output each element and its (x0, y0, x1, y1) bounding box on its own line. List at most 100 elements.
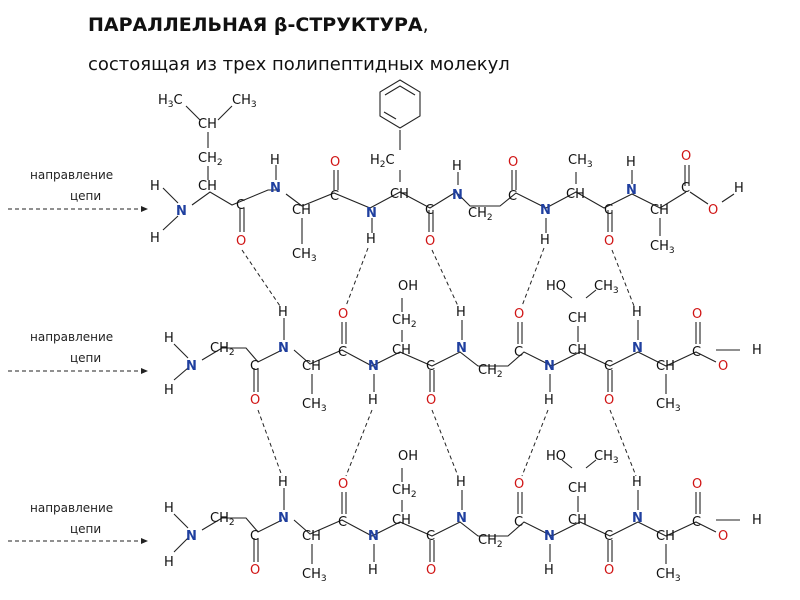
svg-text:H: H (366, 232, 376, 247)
hydrogen-bonds (241, 247, 637, 477)
svg-text:CH3: CH3 (568, 153, 593, 170)
svg-text:O: O (718, 529, 728, 544)
svg-text:CH: CH (650, 203, 669, 218)
svg-text:N: N (368, 529, 379, 544)
svg-text:CH: CH (392, 513, 411, 528)
h-bond (521, 409, 549, 477)
svg-text:CH3: CH3 (302, 567, 327, 584)
svg-text:N: N (278, 341, 289, 356)
svg-text:CH2: CH2 (392, 483, 417, 500)
h-bond (241, 249, 281, 307)
svg-text:H: H (150, 231, 160, 246)
svg-text:CH: CH (656, 359, 675, 374)
svg-text:CH: CH (390, 187, 409, 202)
chain-word: цепи (70, 189, 102, 203)
svg-text:CH2: CH2 (210, 511, 235, 528)
h-bond (611, 249, 635, 307)
svg-text:CH3: CH3 (594, 449, 619, 466)
svg-text:C: C (692, 345, 701, 360)
svg-text:C: C (236, 198, 245, 213)
svg-text:H2C: H2C (370, 153, 395, 170)
svg-text:CH: CH (568, 343, 587, 358)
svg-text:O: O (236, 234, 246, 249)
svg-text:H: H (626, 155, 636, 170)
title-comma: , (422, 14, 429, 36)
svg-text:CH: CH (392, 343, 411, 358)
svg-text:CH: CH (198, 179, 217, 194)
svg-text:N: N (544, 359, 555, 374)
svg-text:O: O (604, 393, 614, 408)
svg-text:H3C: H3C (158, 93, 183, 110)
svg-text:CH: CH (302, 359, 321, 374)
title-beta-symbol: β (273, 14, 288, 36)
h-bond (609, 409, 637, 477)
svg-text:C: C (681, 181, 690, 196)
h-bond (345, 409, 373, 477)
svg-text:N: N (456, 511, 467, 526)
svg-text:N: N (176, 204, 187, 219)
chain-direction-label-2: направление цепи (30, 330, 113, 365)
svg-text:CH: CH (568, 481, 587, 496)
h-bond (345, 247, 369, 307)
svg-text:H: H (632, 305, 642, 320)
chain-2: H N H CH2 C O H N CH CH3 O C N H OH CH2 … (164, 279, 762, 414)
svg-text:O: O (604, 234, 614, 249)
svg-text:H: H (734, 181, 744, 196)
svg-text:HO: HO (546, 279, 566, 294)
svg-text:N: N (270, 181, 281, 196)
svg-text:O: O (514, 307, 524, 322)
svg-text:C: C (250, 529, 259, 544)
svg-text:CH: CH (302, 529, 321, 544)
svg-text:CH2: CH2 (198, 151, 223, 168)
direction-word: направление (30, 168, 114, 182)
page-title: ПАРАЛЛЕЛЬНАЯ β-СТРУКТУРА, (88, 14, 429, 36)
svg-text:N: N (456, 341, 467, 356)
svg-text:N: N (632, 511, 643, 526)
svg-text:H: H (632, 475, 642, 490)
svg-text:H: H (164, 383, 174, 398)
svg-text:H: H (456, 475, 466, 490)
svg-text:CH2: CH2 (392, 313, 417, 330)
title-bold-prefix: ПАРАЛЛЕЛЬНАЯ (88, 14, 274, 36)
svg-text:C: C (338, 345, 347, 360)
svg-text:N: N (452, 188, 463, 203)
svg-text:O: O (708, 203, 718, 218)
svg-text:H: H (752, 513, 762, 528)
svg-text:CH: CH (566, 187, 585, 202)
svg-text:C: C (604, 529, 613, 544)
svg-text:H: H (544, 393, 554, 408)
svg-text:O: O (250, 393, 260, 408)
svg-text:N: N (632, 341, 643, 356)
direction-word: направление (30, 501, 114, 515)
svg-text:C: C (338, 515, 347, 530)
svg-text:O: O (250, 563, 260, 578)
svg-text:CH: CH (198, 117, 217, 132)
svg-text:O: O (692, 307, 702, 322)
svg-text:N: N (368, 359, 379, 374)
direction-word: направление (30, 330, 114, 344)
svg-text:C: C (692, 515, 701, 530)
svg-text:C: C (604, 203, 613, 218)
svg-text:H: H (368, 393, 378, 408)
svg-text:H: H (164, 331, 174, 346)
svg-text:H: H (164, 555, 174, 570)
svg-text:CH3: CH3 (594, 279, 619, 296)
svg-text:O: O (718, 359, 728, 374)
svg-text:C: C (426, 529, 435, 544)
h-bond (431, 249, 459, 307)
svg-text:N: N (186, 359, 197, 374)
chain-direction-label-1: направление цепи (30, 168, 113, 203)
svg-text:H: H (452, 159, 462, 174)
svg-text:H: H (752, 343, 762, 358)
chain-direction-label-3: направление цепи (30, 501, 113, 536)
svg-text:O: O (604, 563, 614, 578)
svg-text:CH2: CH2 (468, 206, 493, 223)
svg-text:CH3: CH3 (650, 239, 675, 256)
svg-text:CH2: CH2 (478, 533, 503, 550)
svg-text:O: O (330, 155, 340, 170)
svg-text:H: H (368, 563, 378, 578)
svg-text:C: C (514, 515, 523, 530)
svg-text:H: H (150, 179, 160, 194)
svg-text:H: H (544, 563, 554, 578)
